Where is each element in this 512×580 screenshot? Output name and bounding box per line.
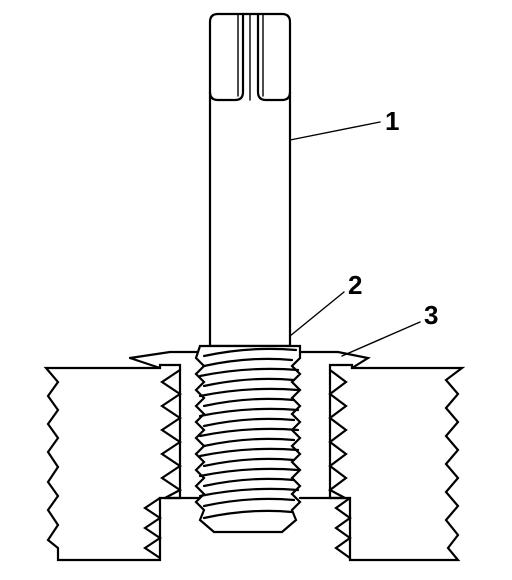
workpiece-left-block bbox=[43, 363, 182, 562]
bore-lower-thread-left bbox=[143, 496, 162, 560]
callout-3-label: 3 bbox=[424, 300, 438, 330]
shank-flute-left bbox=[208, 12, 245, 102]
tool-shank bbox=[208, 12, 292, 348]
callout-1-leader bbox=[289, 121, 381, 141]
thread-insert-lip-left bbox=[128, 356, 162, 370]
shank-flute-right bbox=[256, 12, 292, 102]
thread-insert-lip bbox=[128, 350, 371, 370]
bore-thread-left bbox=[160, 368, 183, 500]
tap-thread-crests bbox=[198, 347, 300, 520]
workpiece-right-block bbox=[328, 363, 466, 562]
callout-1-label: 1 bbox=[385, 106, 399, 136]
bore-thread-right bbox=[327, 368, 348, 500]
callout-2-leader bbox=[289, 291, 345, 337]
callout-2-label: 2 bbox=[348, 270, 362, 300]
callout-3-leader bbox=[341, 321, 421, 357]
bore-lower-thread-right bbox=[334, 496, 352, 560]
